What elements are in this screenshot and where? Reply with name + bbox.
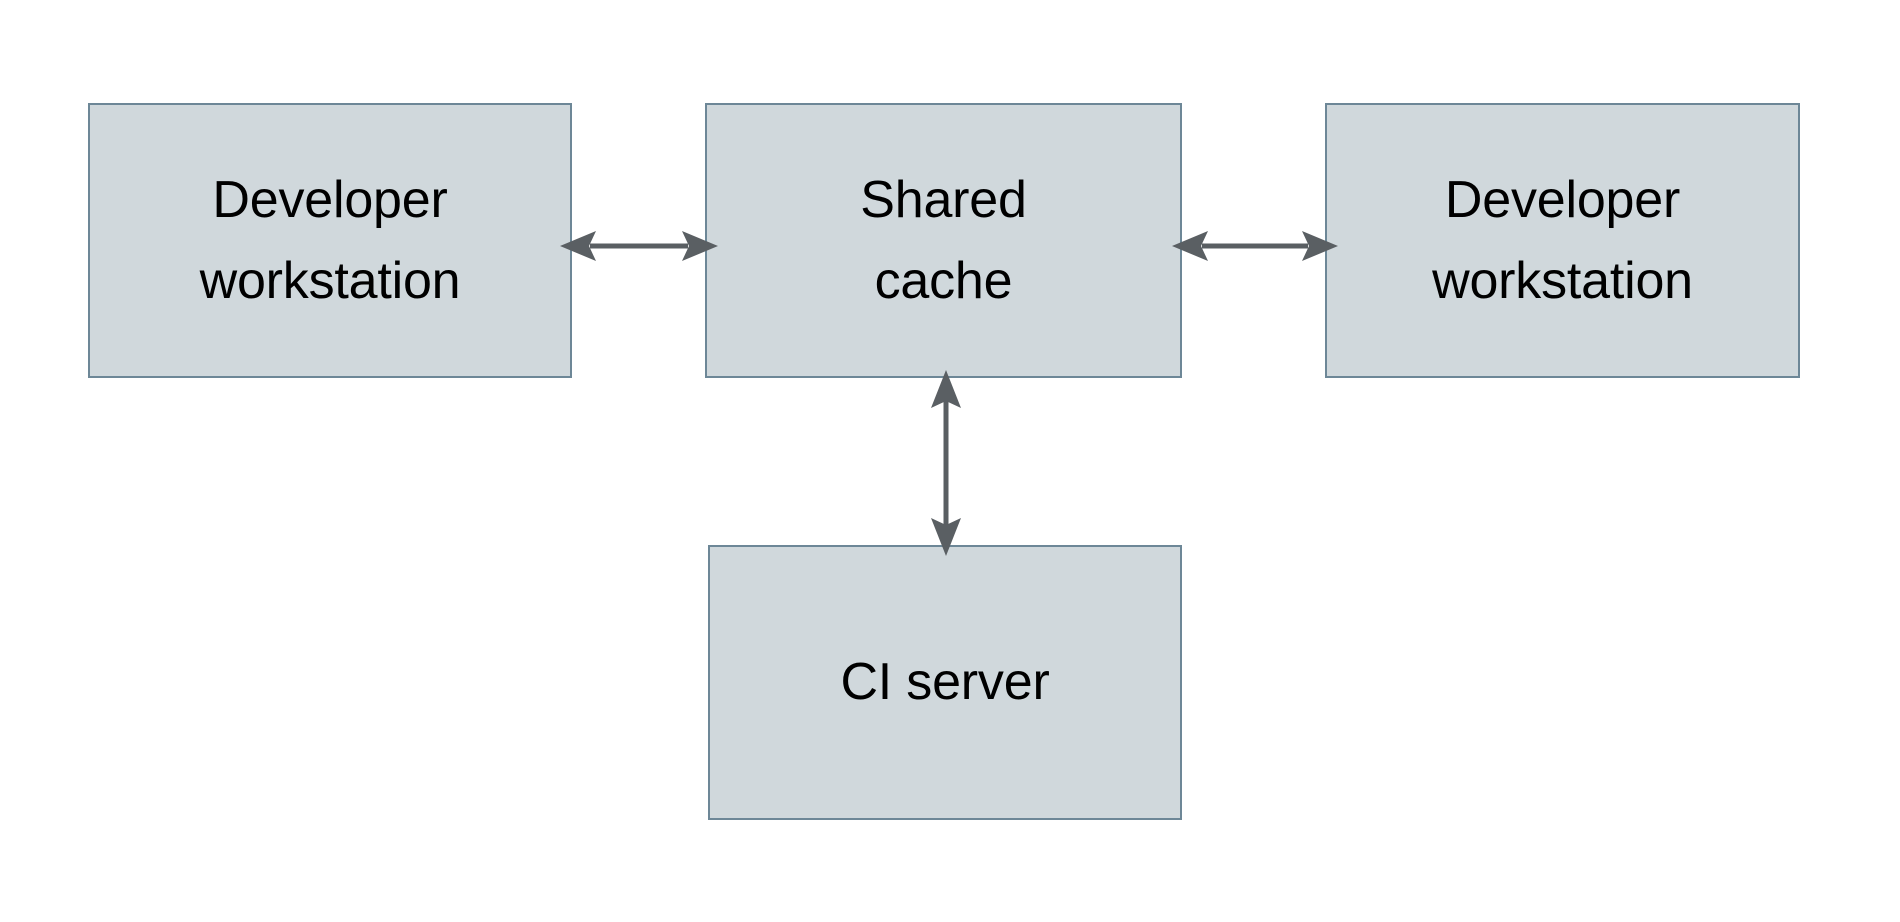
node-label: Developer workstation (1432, 170, 1693, 310)
edge-shared-cache-to-ci-server[interactable] (918, 370, 974, 556)
node-label: CI server (840, 653, 1050, 712)
double-arrow-icon (1172, 231, 1338, 261)
edge-shared-cache-to-developer-workstation-right[interactable] (1172, 218, 1338, 274)
node-shared-cache[interactable]: Shared cache (705, 103, 1182, 378)
double-arrow-icon (931, 370, 961, 556)
node-ci-server[interactable]: CI server (708, 545, 1182, 820)
node-label: Shared cache (860, 170, 1027, 310)
edge-developer-workstation-left-to-shared-cache[interactable] (560, 218, 718, 274)
node-label: Developer workstation (199, 170, 461, 310)
node-developer-workstation-left[interactable]: Developer workstation (88, 103, 572, 378)
node-developer-workstation-right[interactable]: Developer workstation (1325, 103, 1800, 378)
double-arrow-icon (560, 231, 718, 261)
